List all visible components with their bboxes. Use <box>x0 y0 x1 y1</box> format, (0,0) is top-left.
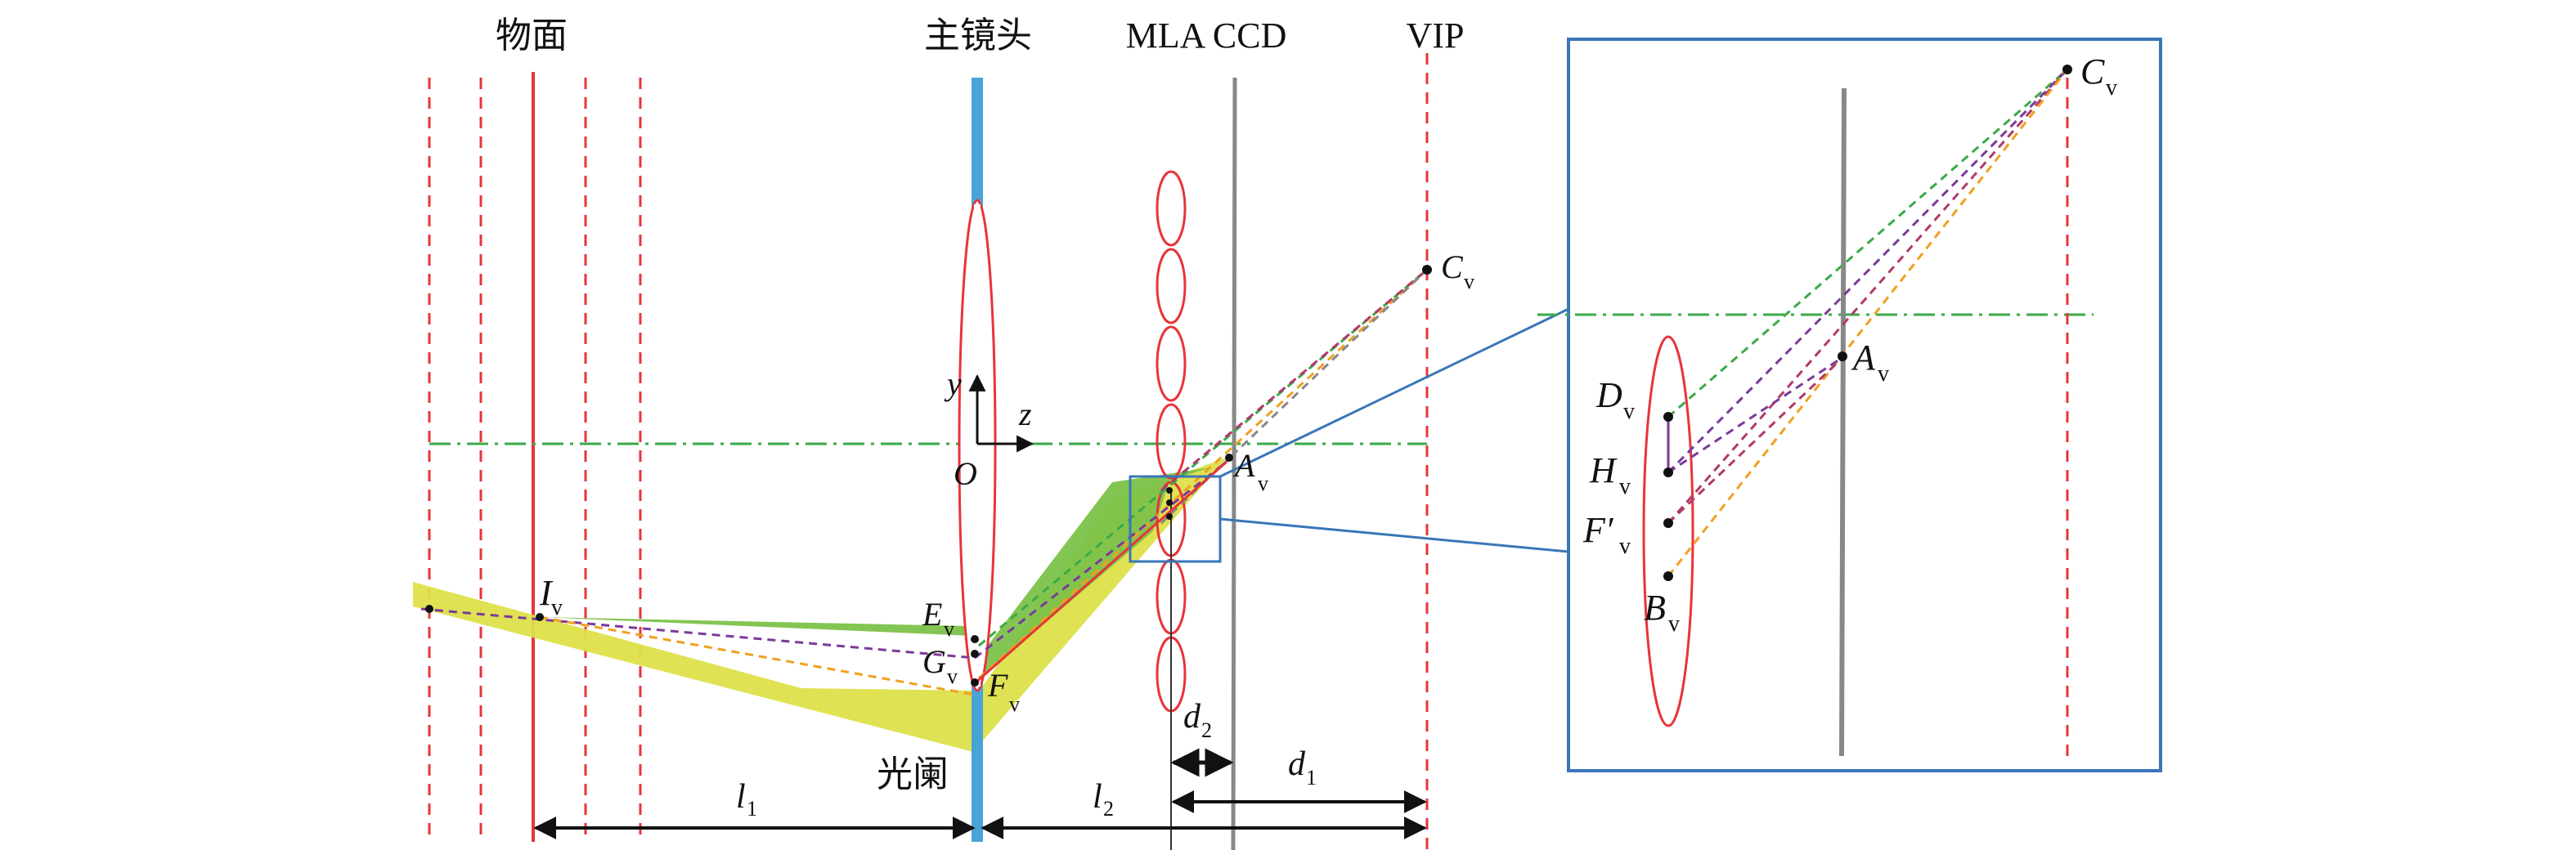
svg-text:C: C <box>2080 51 2105 92</box>
label-mla-ccd: MLA CCD <box>1126 16 1287 56</box>
svg-text:v: v <box>2106 75 2117 101</box>
label-l1: l 1 <box>736 778 757 821</box>
inset-points <box>1663 65 2072 581</box>
svg-text:v: v <box>1668 611 1680 637</box>
svg-text:d: d <box>1288 745 1306 783</box>
svg-text:1: 1 <box>747 797 757 821</box>
label-l2: l 2 <box>1093 778 1114 821</box>
svg-text:2: 2 <box>1201 718 1212 742</box>
inset-label-Bv: B v <box>1644 588 1680 637</box>
inset-frame <box>1567 38 2162 772</box>
label-d2: d 2 <box>1183 698 1212 742</box>
svg-text:v: v <box>1009 692 1020 716</box>
inset-label-Fpv: F′ v <box>1582 510 1631 559</box>
svg-text:H: H <box>1589 450 1618 490</box>
svg-text:v: v <box>1619 474 1631 499</box>
svg-text:v: v <box>551 595 563 620</box>
svg-text:l: l <box>736 778 746 816</box>
svg-text:v: v <box>1464 270 1474 293</box>
inset-label-Cv: C v <box>2080 51 2117 101</box>
svg-text:A: A <box>1232 447 1255 484</box>
zoom-connector-top <box>1219 307 1569 478</box>
label-Fv: F v <box>987 667 1020 716</box>
label-d1: d 1 <box>1288 745 1317 790</box>
svg-text:I: I <box>539 573 554 613</box>
svg-text:F′: F′ <box>1582 510 1614 550</box>
svg-text:B: B <box>1644 588 1666 628</box>
svg-text:v: v <box>1258 472 1268 495</box>
svg-text:v: v <box>947 664 958 688</box>
yellow-light-cone <box>413 458 1227 752</box>
svg-text:C: C <box>1441 248 1464 285</box>
rays <box>420 268 1429 696</box>
label-main-lens: 主镜头 <box>924 15 1032 56</box>
svg-text:F: F <box>987 667 1008 704</box>
svg-text:v: v <box>944 617 954 641</box>
svg-text:2: 2 <box>1103 797 1114 821</box>
label-aperture: 光阑 <box>877 754 949 795</box>
label-axis-y: y <box>944 365 962 402</box>
svg-text:E: E <box>922 596 942 633</box>
label-axis-z: z <box>1018 396 1032 432</box>
svg-text:v: v <box>1623 399 1635 424</box>
svg-text:v: v <box>1878 361 1889 387</box>
label-object-plane: 物面 <box>496 15 568 56</box>
object-plane-lines <box>428 78 642 842</box>
inset-label-Av: A v <box>1851 338 1889 387</box>
label-Ev: E v <box>922 596 954 641</box>
inset-label-Dv: D v <box>1595 375 1635 424</box>
points <box>425 265 1432 687</box>
svg-text:l: l <box>1093 778 1102 816</box>
label-Av: A v <box>1232 447 1268 495</box>
svg-text:A: A <box>1851 338 1876 378</box>
green-light-cone <box>540 468 1210 678</box>
svg-text:d: d <box>1183 698 1201 736</box>
inset-rays <box>1667 68 2069 577</box>
inset-ccd-plane <box>1839 87 1847 757</box>
label-origin: O <box>954 455 977 492</box>
svg-text:G: G <box>922 643 946 680</box>
inset-label-Hv: H v <box>1589 450 1631 499</box>
label-Gv: G v <box>922 643 958 688</box>
label-vip: VIP <box>1407 16 1465 56</box>
inset-microlens <box>1642 335 1694 727</box>
zoom-connector-bottom <box>1219 517 1569 553</box>
label-Cv: C v <box>1441 248 1474 293</box>
svg-text:D: D <box>1595 375 1622 415</box>
label-Iv: I v <box>539 573 563 620</box>
svg-text:v: v <box>1619 534 1631 559</box>
svg-text:1: 1 <box>1306 766 1317 790</box>
ccd-plane <box>1231 77 1237 851</box>
